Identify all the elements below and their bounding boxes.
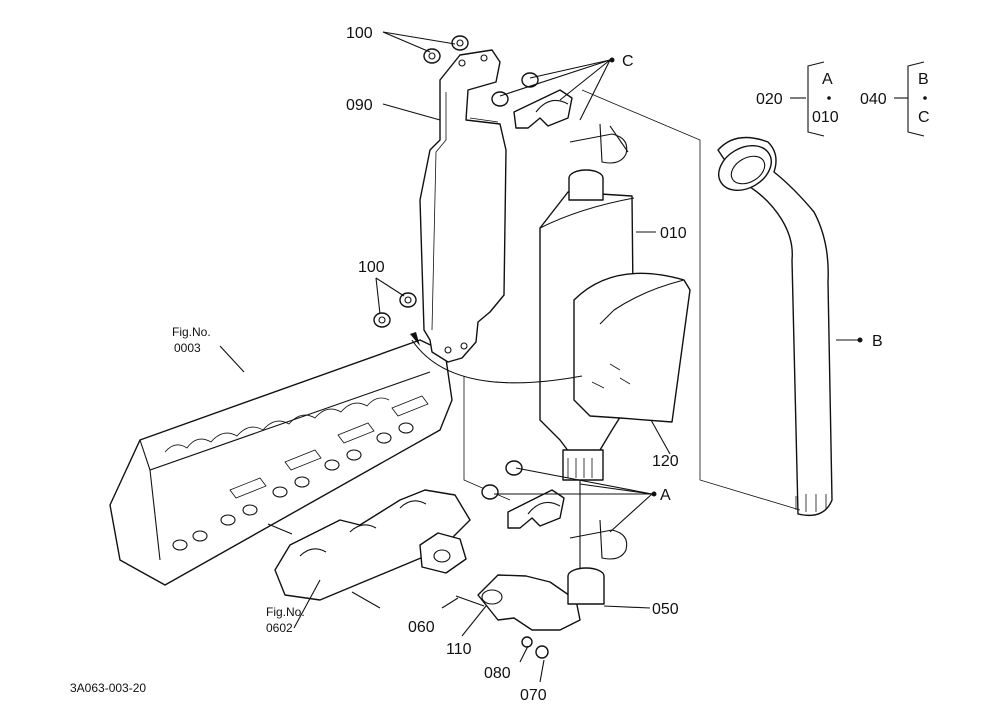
legend-020-bottom: 010 <box>812 109 839 126</box>
label-fig-0003-number: 0003 <box>174 341 201 355</box>
upper-clamp <box>491 72 629 164</box>
guard-120 <box>573 272 691 423</box>
label-fig-0003-title: Fig.No. <box>172 325 211 339</box>
stud-bolts <box>267 523 485 609</box>
legend-020-code: 020 <box>756 91 783 108</box>
label-100-top: 100 <box>346 25 373 42</box>
nuts-100-mid <box>373 292 417 328</box>
leader-dots <box>609 57 863 497</box>
label-b-side: B <box>872 333 883 350</box>
nuts-100-top <box>423 35 469 64</box>
label-060: 060 <box>408 619 435 636</box>
heat-shield-090 <box>419 49 507 363</box>
label-090: 090 <box>346 97 373 114</box>
reference-line-c <box>581 89 801 511</box>
footer-code: 3A063-003-20 <box>70 681 146 695</box>
legend-040-code: 040 <box>860 91 887 108</box>
assembly-arrow <box>411 339 583 384</box>
label-050: 050 <box>652 601 679 618</box>
engine-block <box>109 339 453 586</box>
legend-040-top: B <box>918 71 929 88</box>
exhaust-elbow-050 <box>477 567 605 659</box>
label-c-top: C <box>622 53 634 70</box>
leader-lines <box>219 31 858 683</box>
label-110: 110 <box>446 641 472 658</box>
legend-020-top: A <box>822 71 833 88</box>
reference-line-mid <box>463 376 511 501</box>
label-fig-0602-number: 0602 <box>266 621 293 635</box>
label-a-mid: A <box>660 487 671 504</box>
legend-group-040: 040 B C <box>860 61 930 137</box>
exhaust-manifold <box>274 489 471 601</box>
legend-040-bottom: C <box>918 109 930 126</box>
manifold-ports <box>172 395 429 551</box>
label-100-mid: 100 <box>358 259 385 276</box>
label-010: 010 <box>660 225 687 242</box>
label-070: 070 <box>520 687 547 704</box>
lower-clamp <box>481 460 628 570</box>
tail-pipe <box>717 136 833 517</box>
label-080: 080 <box>484 665 511 682</box>
part-labels: 100 090 C 100 010 Fig.No. 0003 120 B A 0… <box>70 25 883 704</box>
label-120: 120 <box>652 453 679 470</box>
arrow-head <box>410 332 420 346</box>
legend-group-020: 020 A 010 <box>756 61 839 137</box>
label-fig-0602-title: Fig.No. <box>266 605 305 619</box>
